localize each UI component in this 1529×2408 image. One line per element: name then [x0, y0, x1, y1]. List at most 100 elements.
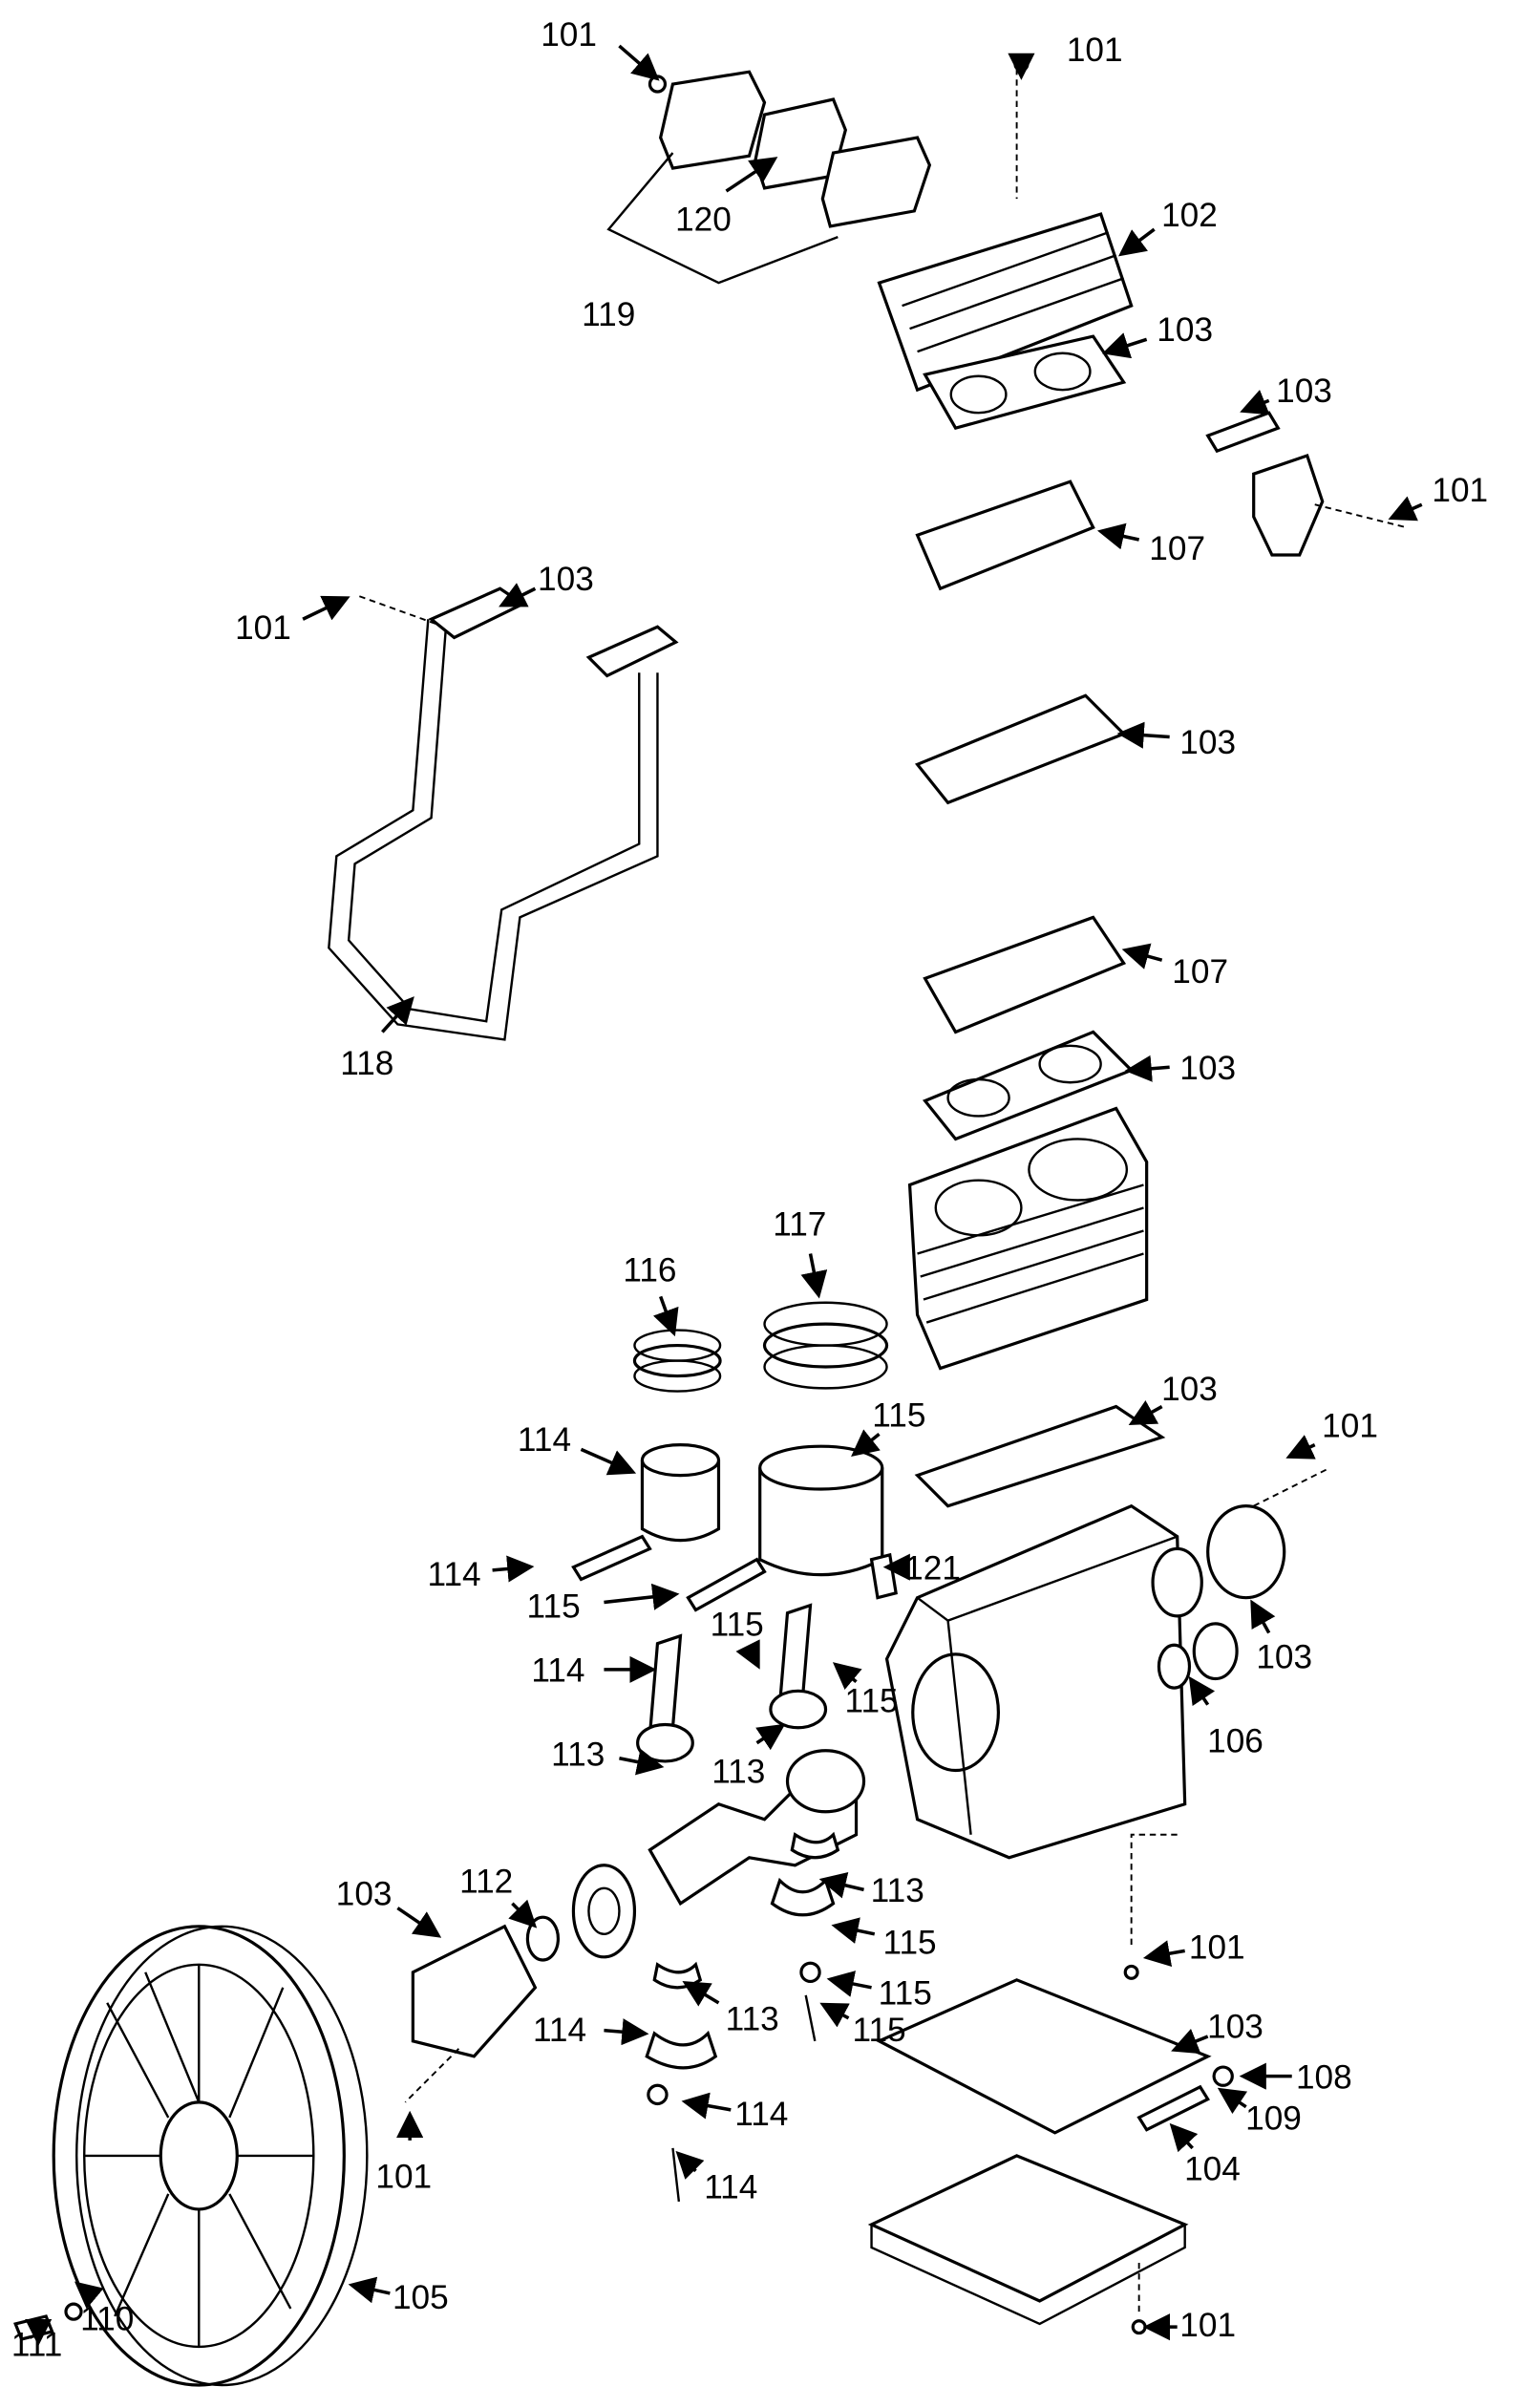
- callout-label: 108: [1296, 2058, 1352, 2096]
- leader-arrow: [1240, 390, 1270, 416]
- callout-label: 102: [1161, 197, 1218, 234]
- callout-107: 107: [1096, 522, 1205, 567]
- rod-bolts-nuts: [647, 1961, 821, 2203]
- callout-label: 101: [1179, 2307, 1236, 2344]
- main-bearing-left: [525, 1864, 637, 1962]
- callout-109: 109: [1217, 2087, 1302, 2138]
- callout-label: 103: [1179, 1050, 1236, 1087]
- leader-arrow: [735, 1639, 760, 1670]
- leader-arrow: [499, 583, 537, 607]
- callout-114: 114: [533, 2012, 649, 2049]
- leader-arrow: [1171, 2028, 1209, 2055]
- callout-115: 115: [711, 1607, 764, 1670]
- piston-large: [758, 1444, 884, 1577]
- callout-label: 115: [852, 2012, 905, 2049]
- callout-115: 115: [826, 1971, 932, 2012]
- flywheel: [52, 1925, 369, 2387]
- callout-114: 114: [675, 2150, 757, 2206]
- callout-label: 115: [879, 1974, 932, 2012]
- callout-label: 115: [872, 1396, 925, 1434]
- callout-label: 113: [551, 1737, 605, 1774]
- callout-115: 115: [831, 1917, 937, 1962]
- leader-arrow: [818, 1872, 864, 1899]
- leader-arrow: [1388, 496, 1423, 522]
- callout-label: 113: [726, 2001, 779, 2038]
- elbow-fitting: [1205, 411, 1407, 557]
- callout-label: 113: [871, 1872, 924, 1909]
- leader-arrow: [381, 996, 414, 1034]
- callout-label: 119: [582, 296, 635, 333]
- callout-label: 114: [704, 2169, 757, 2206]
- leader-arrow: [819, 2002, 850, 2028]
- callout-114: 114: [531, 1652, 657, 1690]
- callout-label: 107: [1172, 953, 1228, 991]
- callout-label: 114: [533, 2012, 586, 2049]
- breather-fitting: [869, 1552, 898, 1600]
- valve-plate-upper: [915, 479, 1095, 591]
- leader-arrow: [74, 2281, 104, 2310]
- leader-arrow: [604, 1583, 680, 1610]
- leader-arrow: [492, 1555, 535, 1583]
- callout-label: 115: [527, 1588, 581, 1625]
- callout-label: 107: [1149, 530, 1205, 567]
- callout-113: 113: [711, 1723, 786, 1790]
- callout-label: 103: [1161, 1371, 1218, 1408]
- leader-arrow: [1124, 1055, 1170, 1082]
- cylinder-block: [907, 1106, 1149, 1371]
- callout-114: 114: [681, 2092, 788, 2133]
- callout-102: 102: [1118, 197, 1218, 257]
- callout-label: 101: [1067, 32, 1123, 69]
- callout-107: 107: [1121, 943, 1228, 991]
- callout-label: 114: [428, 1556, 481, 1593]
- piston-small: [640, 1442, 721, 1543]
- callout-118: 118: [340, 996, 414, 1082]
- callout-108: 108: [1239, 2058, 1352, 2096]
- callout-label: 117: [773, 1205, 826, 1243]
- leader-arrow: [1096, 522, 1140, 550]
- bearing-cover-right: [1151, 1466, 1331, 1618]
- leader-arrow: [831, 1917, 876, 1944]
- oil-sump: [867, 2154, 1189, 2326]
- callout-101: 101: [1142, 1929, 1245, 1968]
- gasket-middle: [914, 693, 1127, 805]
- callout-101: 101: [375, 2110, 432, 2196]
- bearing-cover-left: [404, 1924, 538, 2103]
- callout-label: 112: [459, 1864, 513, 1901]
- leader-arrow: [1128, 1400, 1163, 1426]
- leader-arrow: [508, 1899, 538, 1929]
- callout-115: 115: [527, 1583, 680, 1625]
- leader-arrow: [653, 1295, 679, 1337]
- callout-103: 103: [336, 1875, 442, 1938]
- piston-rings-small: [632, 1329, 722, 1393]
- callout-117: 117: [773, 1205, 828, 1299]
- callout-label: 105: [393, 2279, 449, 2316]
- leader-arrow: [1188, 1675, 1216, 1707]
- callout-110: 110: [74, 2281, 134, 2337]
- callout-label: 106: [1207, 1722, 1264, 1759]
- leader-arrow: [604, 2018, 649, 2046]
- callout-103: 103: [1116, 721, 1236, 761]
- callout-label: 101: [1432, 472, 1488, 509]
- callout-116: 116: [623, 1251, 679, 1337]
- callout-103: 103: [1240, 373, 1332, 416]
- callout-101: 101: [1388, 472, 1488, 522]
- callout-label: 113: [711, 1753, 765, 1790]
- callout-label: 101: [235, 609, 291, 647]
- callout-103: 103: [1124, 1050, 1236, 1087]
- callout-119: 119: [582, 296, 635, 333]
- callout-112: 112: [459, 1864, 538, 1929]
- leader-arrow: [580, 1447, 637, 1476]
- callout-label: 121: [904, 1549, 961, 1587]
- callout-103: 103: [1250, 1599, 1312, 1675]
- leader-arrow: [800, 1253, 828, 1299]
- callout-label: 103: [538, 561, 594, 598]
- callout-121: 121: [882, 1549, 961, 1587]
- callout-label: 110: [80, 2300, 134, 2337]
- callout-103: 103: [1101, 311, 1213, 359]
- callout-label: 104: [1184, 2151, 1241, 2188]
- callout-label: 103: [1179, 724, 1236, 761]
- callout-101: 101: [1142, 2307, 1236, 2344]
- callout-label: 115: [844, 1683, 898, 1720]
